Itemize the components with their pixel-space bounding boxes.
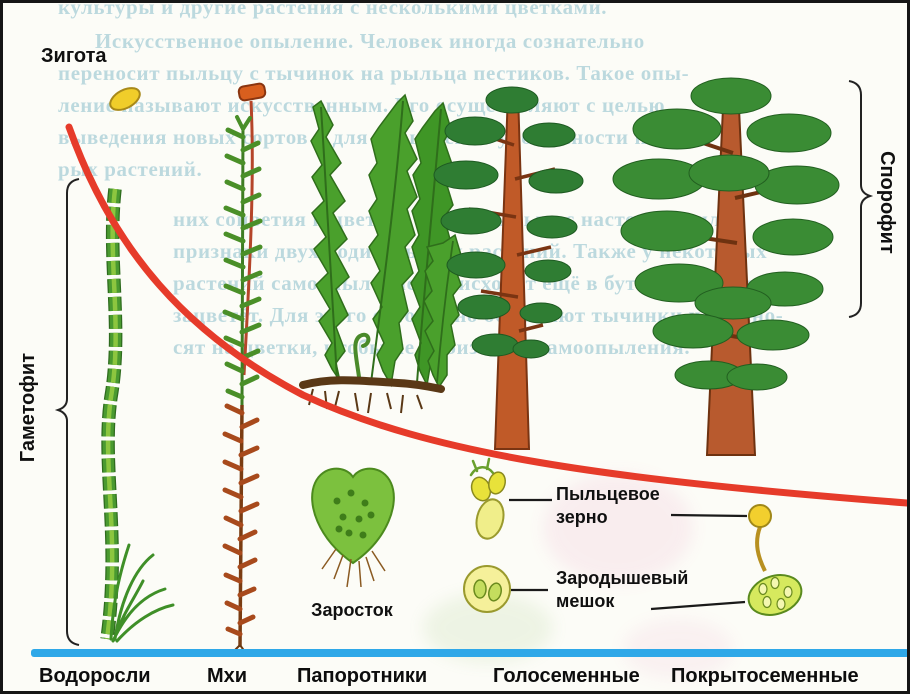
gymnosperm-ovule-icon — [463, 565, 511, 613]
prothallium-illustration — [311, 467, 395, 588]
bleed-text-line: культуры и другие растения с несколькими… — [58, 0, 608, 19]
category-algae: Водоросли — [39, 665, 151, 687]
embryo-sac-label-line1: Зародышевый — [556, 568, 689, 588]
embryo-sac-label: Зародышевый мешок — [556, 567, 688, 614]
prothallium-label: Заросток — [311, 600, 393, 620]
sporophyte-bracket — [848, 80, 874, 318]
print-bleed-artwork — [543, 473, 693, 583]
zygote-label: Зигота — [41, 45, 107, 67]
red-decline-curve — [65, 123, 907, 507]
fern-fiddlehead — [353, 332, 371, 379]
pollen-grain-label: Пыльцевое зерно — [556, 483, 660, 530]
connector-lines — [509, 498, 748, 611]
bleed-text-line: переносит пыльцу с тычинок на рыльца пес… — [58, 61, 690, 85]
category-labels: Водоросли Мхи Папоротники Голосеменные П… — [3, 3, 907, 691]
blue-baseline — [31, 649, 907, 657]
angiosperm-pollen-tube-icon — [748, 504, 772, 572]
prothallium-rhizoids — [321, 548, 386, 588]
moss-brown-leaves — [222, 403, 260, 637]
bleed-text-line: Искусственное опыление. Человек иногда с… — [95, 29, 645, 53]
fern-rhizome — [299, 376, 445, 393]
gametophyte-bracket — [54, 178, 80, 646]
sporophyte-axis-label: Спорофит — [876, 151, 898, 254]
algae-illustration — [100, 188, 175, 643]
pollen-grain-label-line2: зерно — [556, 507, 608, 528]
category-gymnosperms: Голосеменные — [493, 665, 640, 687]
pollen-grain-label-line1: Пыльцевое — [556, 484, 660, 504]
diagram-artwork — [31, 77, 907, 657]
zygote-cell-icon — [109, 87, 141, 111]
angiosperm-tree-icon — [612, 77, 840, 456]
moss-green-leaves — [222, 127, 263, 400]
category-mosses: Мхи — [207, 665, 248, 687]
angiosperm-embryo-sac-icon — [747, 574, 803, 616]
bleed-text-line: ление называют искусственным. Его осущес… — [58, 93, 666, 117]
category-ferns: Папоротники — [297, 665, 428, 687]
category-angiosperms: Покрытосеменные — [671, 665, 859, 687]
pine-tree-icon — [433, 86, 584, 450]
embryo-sac-label-line2: мешок — [556, 591, 615, 612]
gymnosperm-pollen-icon — [469, 457, 506, 540]
